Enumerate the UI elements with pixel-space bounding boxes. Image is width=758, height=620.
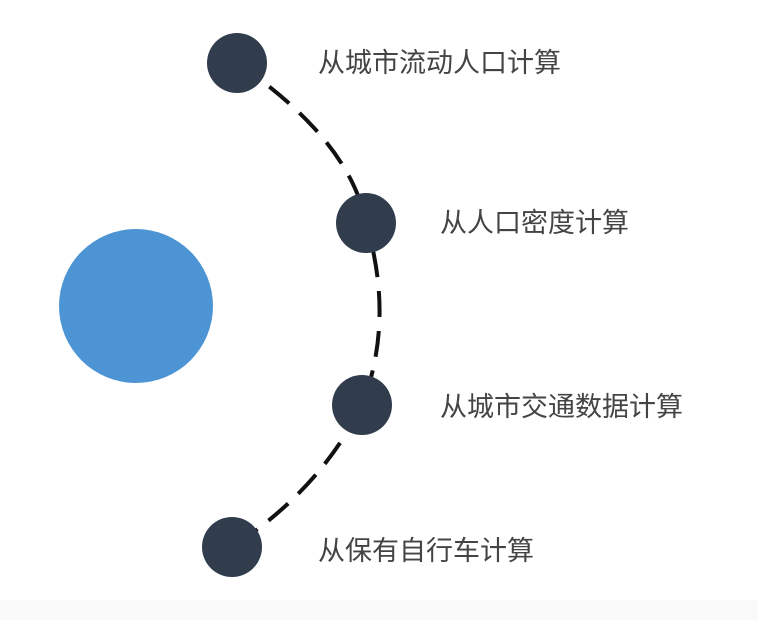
dashed-connector (230, 61, 382, 549)
node-1 (207, 33, 267, 93)
label-3: 从城市交通数据计算 (440, 392, 683, 423)
center-circle (59, 229, 213, 383)
node-2 (336, 193, 396, 253)
label-4: 从保有自行车计算 (318, 536, 534, 567)
label-1: 从城市流动人口计算 (318, 48, 561, 79)
label-2: 从人口密度计算 (440, 208, 629, 239)
bottom-strip (0, 600, 758, 620)
node-4 (202, 517, 262, 577)
node-3 (332, 375, 392, 435)
